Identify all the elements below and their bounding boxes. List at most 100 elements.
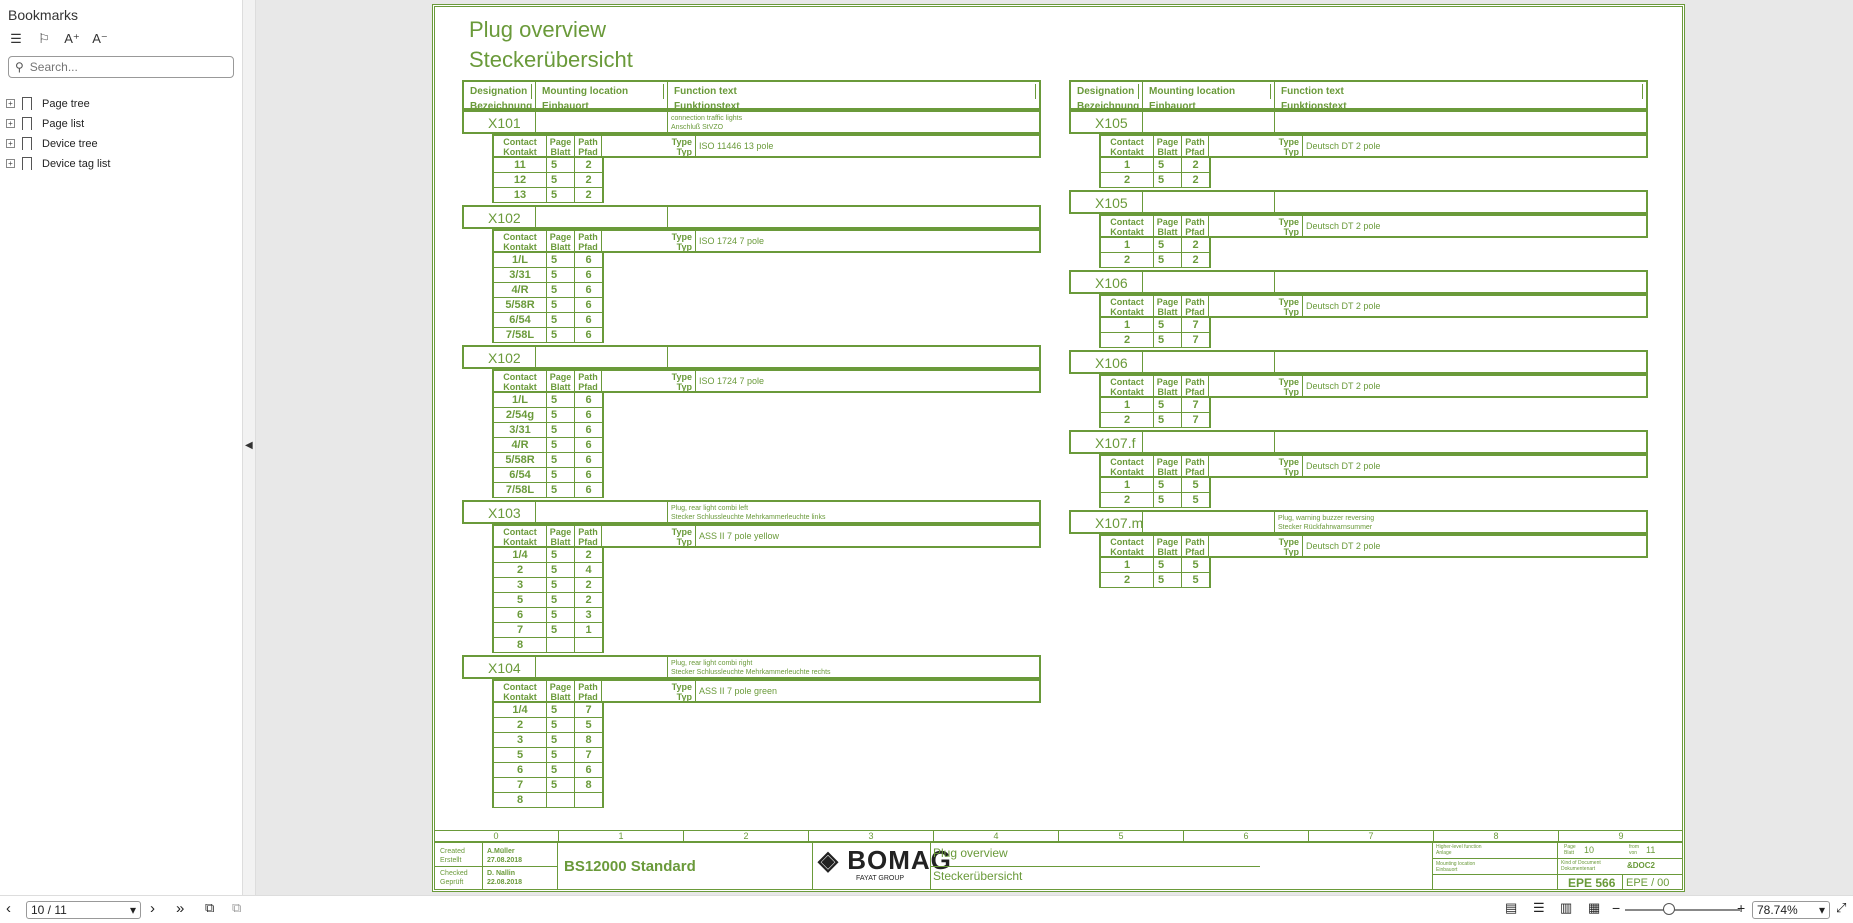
t: Geprüft	[440, 879, 464, 886]
t: A.Müller	[487, 848, 515, 855]
path-value: 5	[1192, 559, 1199, 571]
column-number: 9	[1618, 831, 1624, 841]
type-value: Deutsch DT 2 pole	[1306, 381, 1381, 391]
bookmark-label[interactable]: Page tree	[42, 97, 90, 110]
contact-value: 7/58L	[494, 483, 547, 497]
search-box[interactable]: ⚲	[8, 56, 234, 78]
prev-page-icon[interactable]: ‹	[6, 900, 11, 917]
t: Typ	[1283, 227, 1299, 237]
t: Pfad	[578, 537, 598, 547]
fn-line: connection traffic lights	[671, 115, 743, 122]
header-text: Mounting location	[539, 84, 664, 99]
t: Checked	[440, 870, 468, 877]
list-icon[interactable]: ☰	[10, 31, 22, 46]
t: Typ	[676, 147, 692, 157]
path-value: 6	[585, 439, 592, 451]
zoom-out-icon[interactable]: −	[1612, 900, 1621, 916]
page-value: 5	[547, 763, 575, 777]
continuous-icon[interactable]: ☰	[1533, 900, 1545, 915]
expand-icon[interactable]: +	[6, 159, 15, 168]
t: Pfad	[1185, 467, 1205, 477]
font-increase-icon[interactable]: A⁺	[64, 31, 80, 46]
contact-value: 2	[1101, 173, 1154, 187]
function-text	[668, 207, 1039, 227]
zoom-slider[interactable]	[1625, 909, 1740, 911]
function-text	[1275, 432, 1646, 452]
expand-icon[interactable]: +	[6, 139, 15, 148]
collapse-gutter[interactable]: ◀	[243, 0, 256, 895]
bookmark-page-tree[interactable]: + Page tree	[6, 97, 90, 110]
bookmark-device-tag-list[interactable]: + Device tag list	[6, 157, 110, 170]
zoom-selector[interactable]: 78.74%▾	[1752, 901, 1830, 919]
contact-value: 1	[1101, 478, 1154, 492]
add-bookmark-icon[interactable]: ⚐	[38, 31, 50, 46]
plug-name: X103	[464, 502, 536, 522]
t: Pfad	[1185, 307, 1205, 317]
page-value: 5	[547, 778, 575, 792]
bookmark-label[interactable]: Device tree	[42, 137, 98, 150]
t: Typ	[1283, 307, 1299, 317]
path-value: 8	[585, 779, 592, 791]
t: Typ	[1283, 467, 1299, 477]
expand-icon[interactable]: +	[6, 99, 15, 108]
expand-icon[interactable]: +	[6, 119, 15, 128]
fn-line: Plug, rear light combi left	[671, 505, 749, 512]
column-number: 4	[934, 831, 1059, 841]
next-page-icon[interactable]: ›	[150, 900, 155, 917]
t: Contact	[1110, 137, 1144, 147]
fullscreen-icon[interactable]: ⤢	[1836, 900, 1847, 915]
t: Kontakt	[1110, 547, 1144, 557]
page-selector[interactable]: 10 / 11▾	[26, 901, 141, 919]
font-decrease-icon[interactable]: A⁻	[92, 31, 108, 46]
zoom-in-icon[interactable]: +	[1737, 900, 1746, 916]
bookmark-page-list[interactable]: + Page list	[6, 117, 84, 130]
single-page-icon[interactable]: ▤	[1505, 900, 1518, 915]
t: 22.08.2018	[487, 879, 523, 886]
path-value: 4	[585, 564, 592, 576]
page-frame	[434, 6, 1683, 890]
t: Kontakt	[503, 382, 537, 392]
two-page-icon[interactable]: ▥	[1560, 900, 1573, 915]
last-page-icon[interactable]: »	[176, 900, 185, 917]
plug-row: X106	[1069, 350, 1648, 374]
bookmark-device-tree[interactable]: + Device tree	[6, 137, 98, 150]
zoom-slider-handle[interactable]	[1663, 903, 1675, 915]
t: Path	[1185, 377, 1205, 387]
contact-value: 1	[1101, 398, 1154, 412]
bookmark-label[interactable]: Page list	[42, 117, 85, 130]
chevron-down-icon: ▾	[129, 903, 136, 917]
bookmark-label[interactable]: Device tag list	[42, 157, 111, 170]
plug-name: X107.m	[1071, 512, 1143, 532]
t: Path	[578, 137, 598, 147]
contact-value: 2	[494, 718, 547, 732]
t: Blatt	[1157, 467, 1178, 477]
path-value: 2	[585, 159, 592, 171]
rotate-icon[interactable]: ⧉	[205, 900, 215, 915]
two-page-continuous-icon[interactable]: ▦	[1588, 900, 1601, 915]
path-value: 2	[585, 549, 592, 561]
contact-value: 6/54	[494, 468, 547, 482]
bomag-logo: ◈ BOMAG FAYAT GROUP	[818, 846, 952, 883]
search-input[interactable]	[29, 60, 220, 74]
t: Type	[1278, 537, 1299, 547]
header-text: Designation	[1074, 84, 1139, 99]
collapse-arrow-icon[interactable]: ◀	[245, 440, 253, 451]
t: Type	[1278, 137, 1299, 147]
copy-icon[interactable]: ⧉	[232, 900, 242, 915]
page-value: 5	[1154, 398, 1182, 412]
